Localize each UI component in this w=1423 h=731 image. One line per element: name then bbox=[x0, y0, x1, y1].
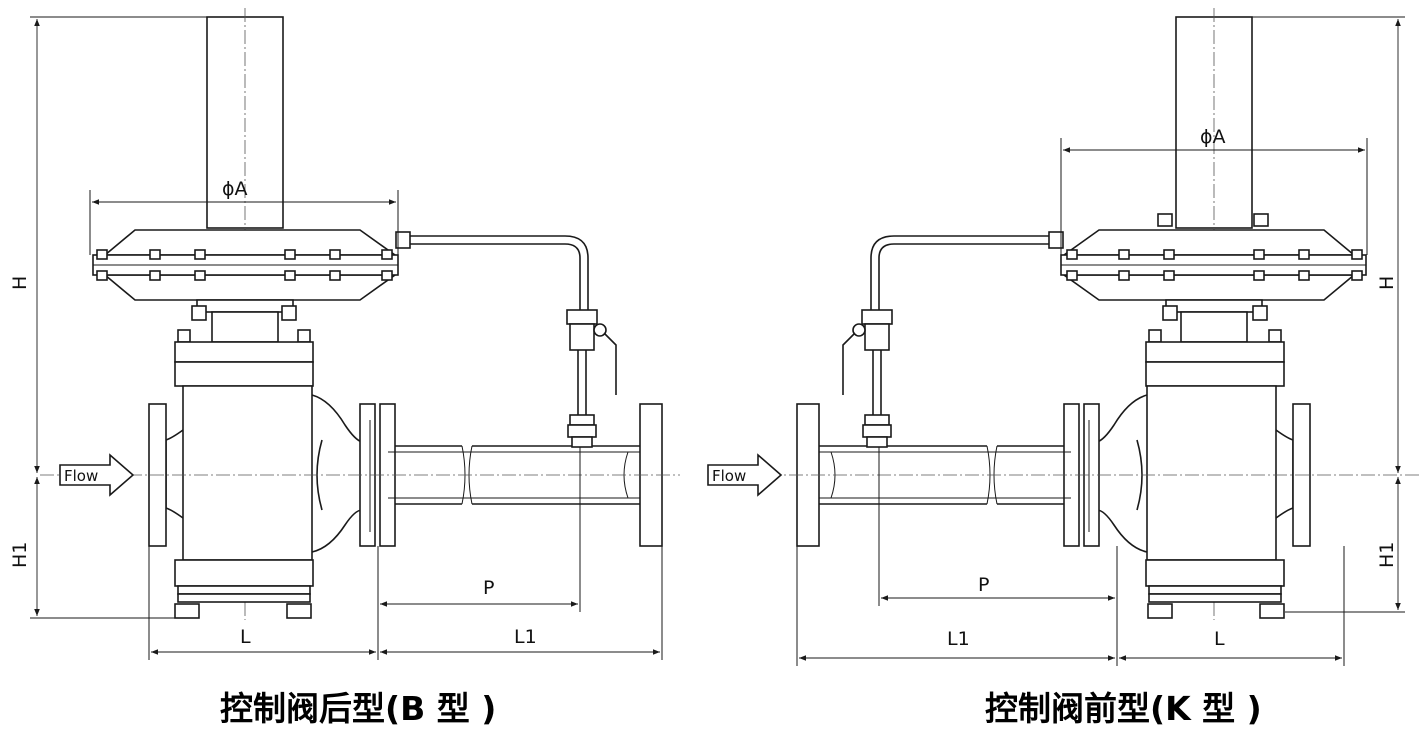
caption-k-type: 控制阀前型(K 型 ) bbox=[985, 689, 1262, 728]
flow-label-k: Flow bbox=[712, 467, 746, 485]
dim-phi-a-label: ϕA bbox=[222, 178, 248, 200]
flow-label: Flow bbox=[64, 467, 98, 485]
dim-h-label-k: H bbox=[1376, 276, 1398, 290]
dim-p-label: P bbox=[483, 577, 494, 599]
dim-l-label: L bbox=[240, 626, 251, 648]
valve-assembly-b bbox=[39, 7, 681, 621]
valve-assembly-k bbox=[778, 7, 1420, 621]
caption-b-type: 控制阀后型(B 型 ) bbox=[220, 689, 497, 728]
dim-h1-label-k: H1 bbox=[1376, 542, 1398, 568]
dim-h-label: H bbox=[9, 276, 31, 290]
dim-l1-label-k: L1 bbox=[947, 628, 970, 650]
dim-phi-a-label-k: ϕA bbox=[1200, 126, 1226, 148]
dim-h1-label: H1 bbox=[9, 542, 31, 568]
flow-arrow-icon-k bbox=[707, 453, 783, 497]
dim-l-label-k: L bbox=[1214, 628, 1225, 650]
diagram-b-type: Flow H H1 ϕA L L1 P bbox=[9, 7, 681, 660]
diagram-k-type: Flow H H1 ϕA L1 L P bbox=[707, 7, 1420, 666]
flow-arrow-icon bbox=[59, 453, 135, 497]
dim-p-label-k: P bbox=[978, 574, 989, 596]
dim-l1-label: L1 bbox=[514, 626, 537, 648]
